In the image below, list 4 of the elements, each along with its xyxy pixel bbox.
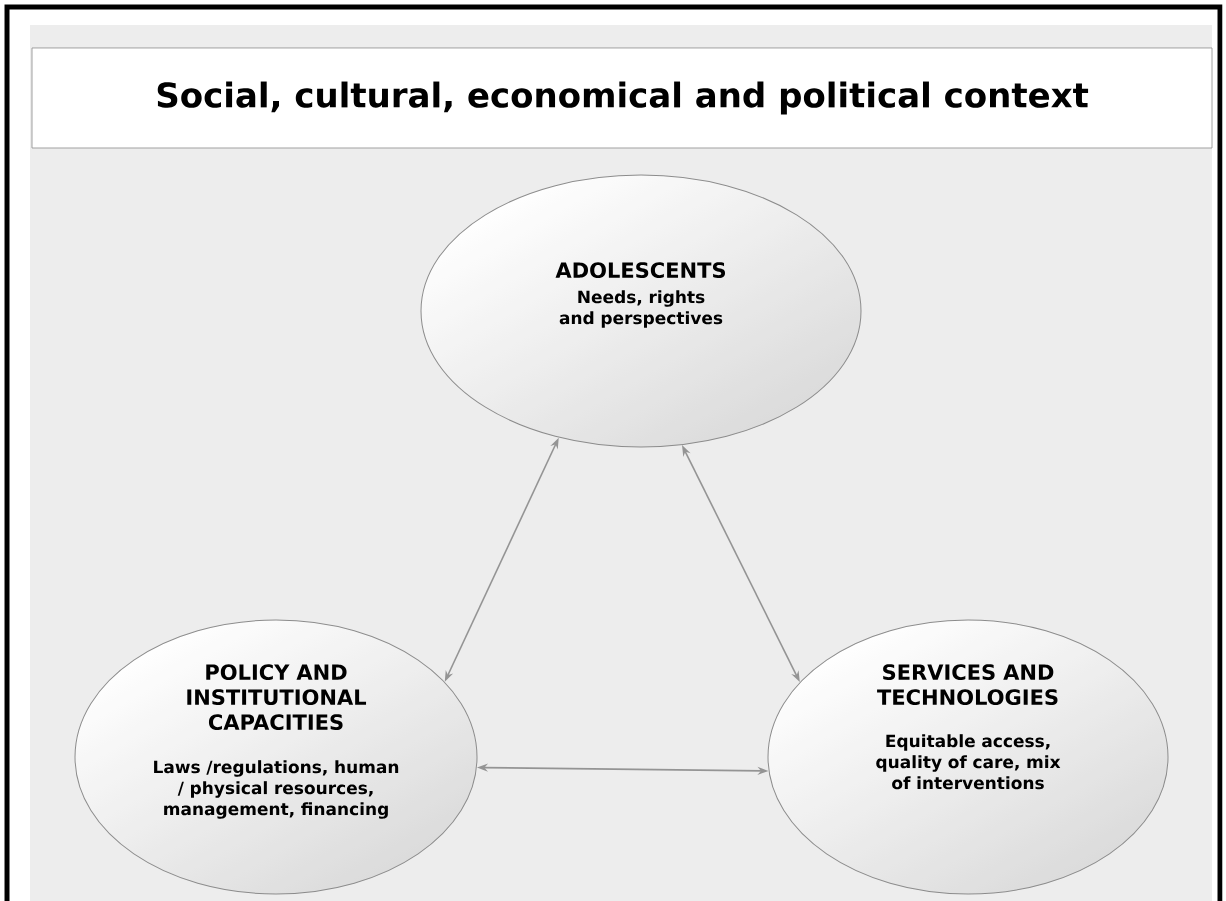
- ellipse-node: POLICY AND INSTITUTIONAL CAPACITIES Laws /regulations, human / physical resources, management, financing: [74, 619, 478, 895]
- title-banner: Social, cultural, economical and political context: [31, 47, 1213, 149]
- ellipse-node: ADOLESCENTS Needs, rights and perspectives: [420, 174, 862, 448]
- ellipse-node: SERVICES AND TECHNOLOGIES Equitable access, quality of care, mix of interventions: [767, 619, 1169, 895]
